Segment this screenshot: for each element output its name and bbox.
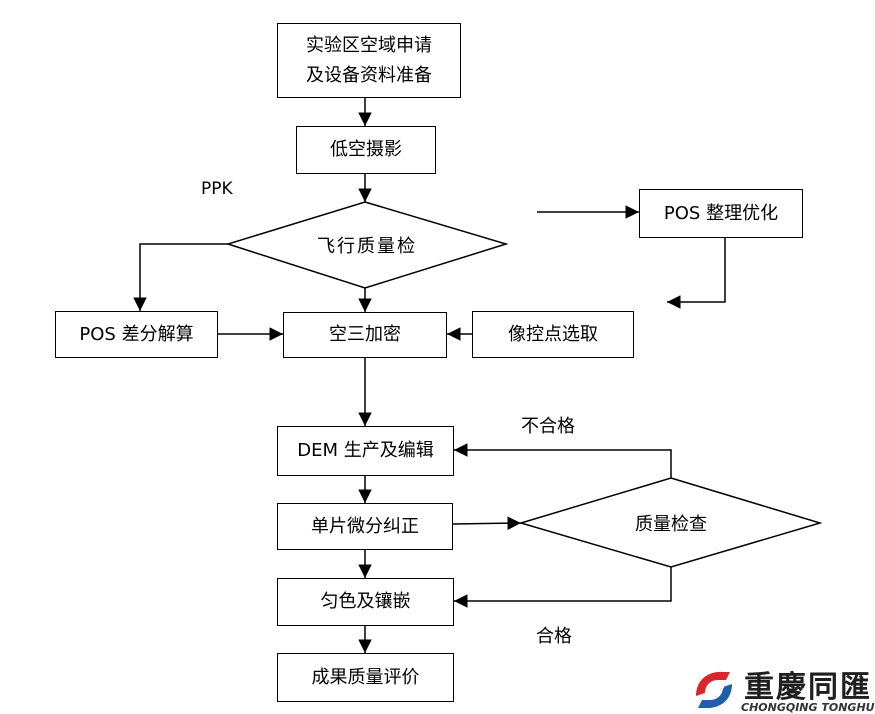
logo-name: 重慶同匯 [744, 670, 872, 705]
logo-subtitle: CHONGQING TONGHUI [741, 701, 875, 714]
node-evaluation: 成果质量评价 [277, 653, 454, 702]
node-aerial-tri: 空三加密 [283, 312, 447, 358]
label-pass: 合格 [536, 626, 572, 647]
node-pos-optimize: POS 整理优化 [639, 189, 803, 238]
label-fail: 不合格 [521, 416, 575, 437]
node-gcp-select: 像控点选取 [472, 311, 634, 358]
node-mosaic: 匀色及镶嵌 [277, 578, 454, 626]
node-pos-diff: POS 差分解算 [55, 311, 218, 358]
node-quality-check: 质量检查 [635, 514, 707, 535]
label-ppk: PPK [201, 179, 233, 199]
edge-ortho-qualitycheck [452, 516, 522, 530]
edge-qualitycheck-mosaic-pass [454, 567, 672, 608]
company-logo: 重慶同匯 CHONGQING TONGHUI [688, 664, 875, 714]
node-ortho: 单片微分纠正 [277, 503, 453, 550]
logo-mark-icon [696, 671, 732, 709]
node-photography: 低空摄影 [296, 126, 436, 174]
edge-posoptimize-return [667, 238, 726, 309]
quality-check-diamond [518, 477, 823, 568]
edge-qualitycheck-dem-fail [454, 443, 672, 478]
edge-flightcheck-posdiff [133, 243, 228, 311]
flight-check-diamond [225, 201, 509, 289]
node-application: 实验区空域申请 及设备资料准备 [277, 23, 461, 98]
node-dem: DEM 生产及编辑 [277, 426, 454, 476]
node-flight-check: 飞行质量检 [317, 236, 417, 257]
